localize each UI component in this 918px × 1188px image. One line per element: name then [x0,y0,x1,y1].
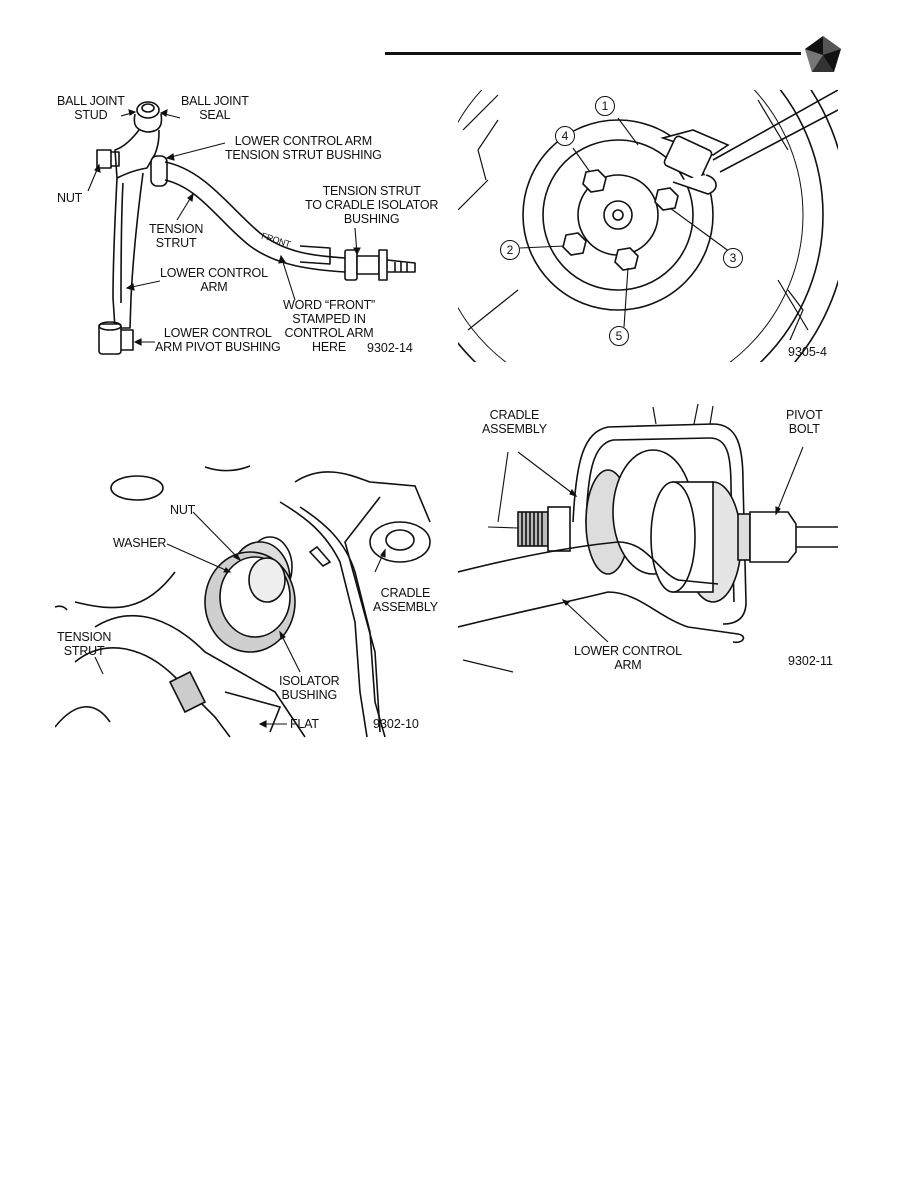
pivot-bolt-drawing [458,403,838,673]
header-rule [385,52,801,55]
figure-code: 9305-4 [788,345,827,359]
label-flat: FLAT [290,717,319,731]
figure-code: 9302-10 [373,717,419,731]
pentastar-icon [803,35,843,75]
figure-lower-control-arm-assembly: BALL JOINT STUD BALL JOINT SEAL LOWER CO… [55,88,439,368]
label-washer: WASHER [113,536,167,550]
label-word-front-stamped: WORD “FRONT” STAMPED IN CONTROL ARM HERE [283,298,376,354]
label-nut: NUT [57,191,83,205]
label-tension-strut: TENSION STRUT [149,222,204,250]
figure-code: 9302-11 [788,654,833,668]
label-lower-control-arm: LOWER CONTROL ARM [160,266,268,294]
label-pivot-bushing: LOWER CONTROL ARM PIVOT BUSHING [155,326,281,354]
wheel-drawing [458,90,838,362]
callout-5: 5 [609,326,629,346]
figure-pivot-bolt: CRADLE ASSEMBLY PIVOT BOLT LOWER CONTROL… [458,402,838,682]
label-pivot-bolt: PIVOT BOLT [786,408,823,436]
label-lower-control-arm: LOWER CONTROL ARM [574,644,682,672]
label-ball-joint-stud: BALL JOINT STUD [57,94,125,122]
lower-control-arm-drawing [87,101,416,355]
label-isolator-bushing: ISOLATOR BUSHING [279,674,340,702]
label-tension-strut-bushing: LOWER CONTROL ARM TENSION STRUT BUSHING [225,134,382,162]
label-nut: NUT [170,503,196,517]
label-tension-strut: TENSION STRUT [57,630,112,658]
callout-4: 4 [555,126,575,146]
figure-isolator-bushing-nut: NUT WASHER CRADLE ASSEMBLY TENSION STRUT… [55,462,438,742]
label-cradle-isolator-bushing: TENSION STRUT TO CRADLE ISOLATOR BUSHING [305,184,439,226]
callout-3: 3 [723,248,743,268]
label-ball-joint-seal: BALL JOINT SEAL [181,94,249,122]
label-cradle-assembly: CRADLE ASSEMBLY [482,408,547,436]
label-cradle-assembly: CRADLE ASSEMBLY [373,586,438,614]
isolator-bushing-drawing [55,465,431,738]
figure-code: 9302-14 [367,341,413,355]
figure-wheel-lug-nut-sequence: 1 2 3 4 5 9305-4 [458,90,838,362]
callout-1: 1 [595,96,615,116]
callout-2: 2 [500,240,520,260]
